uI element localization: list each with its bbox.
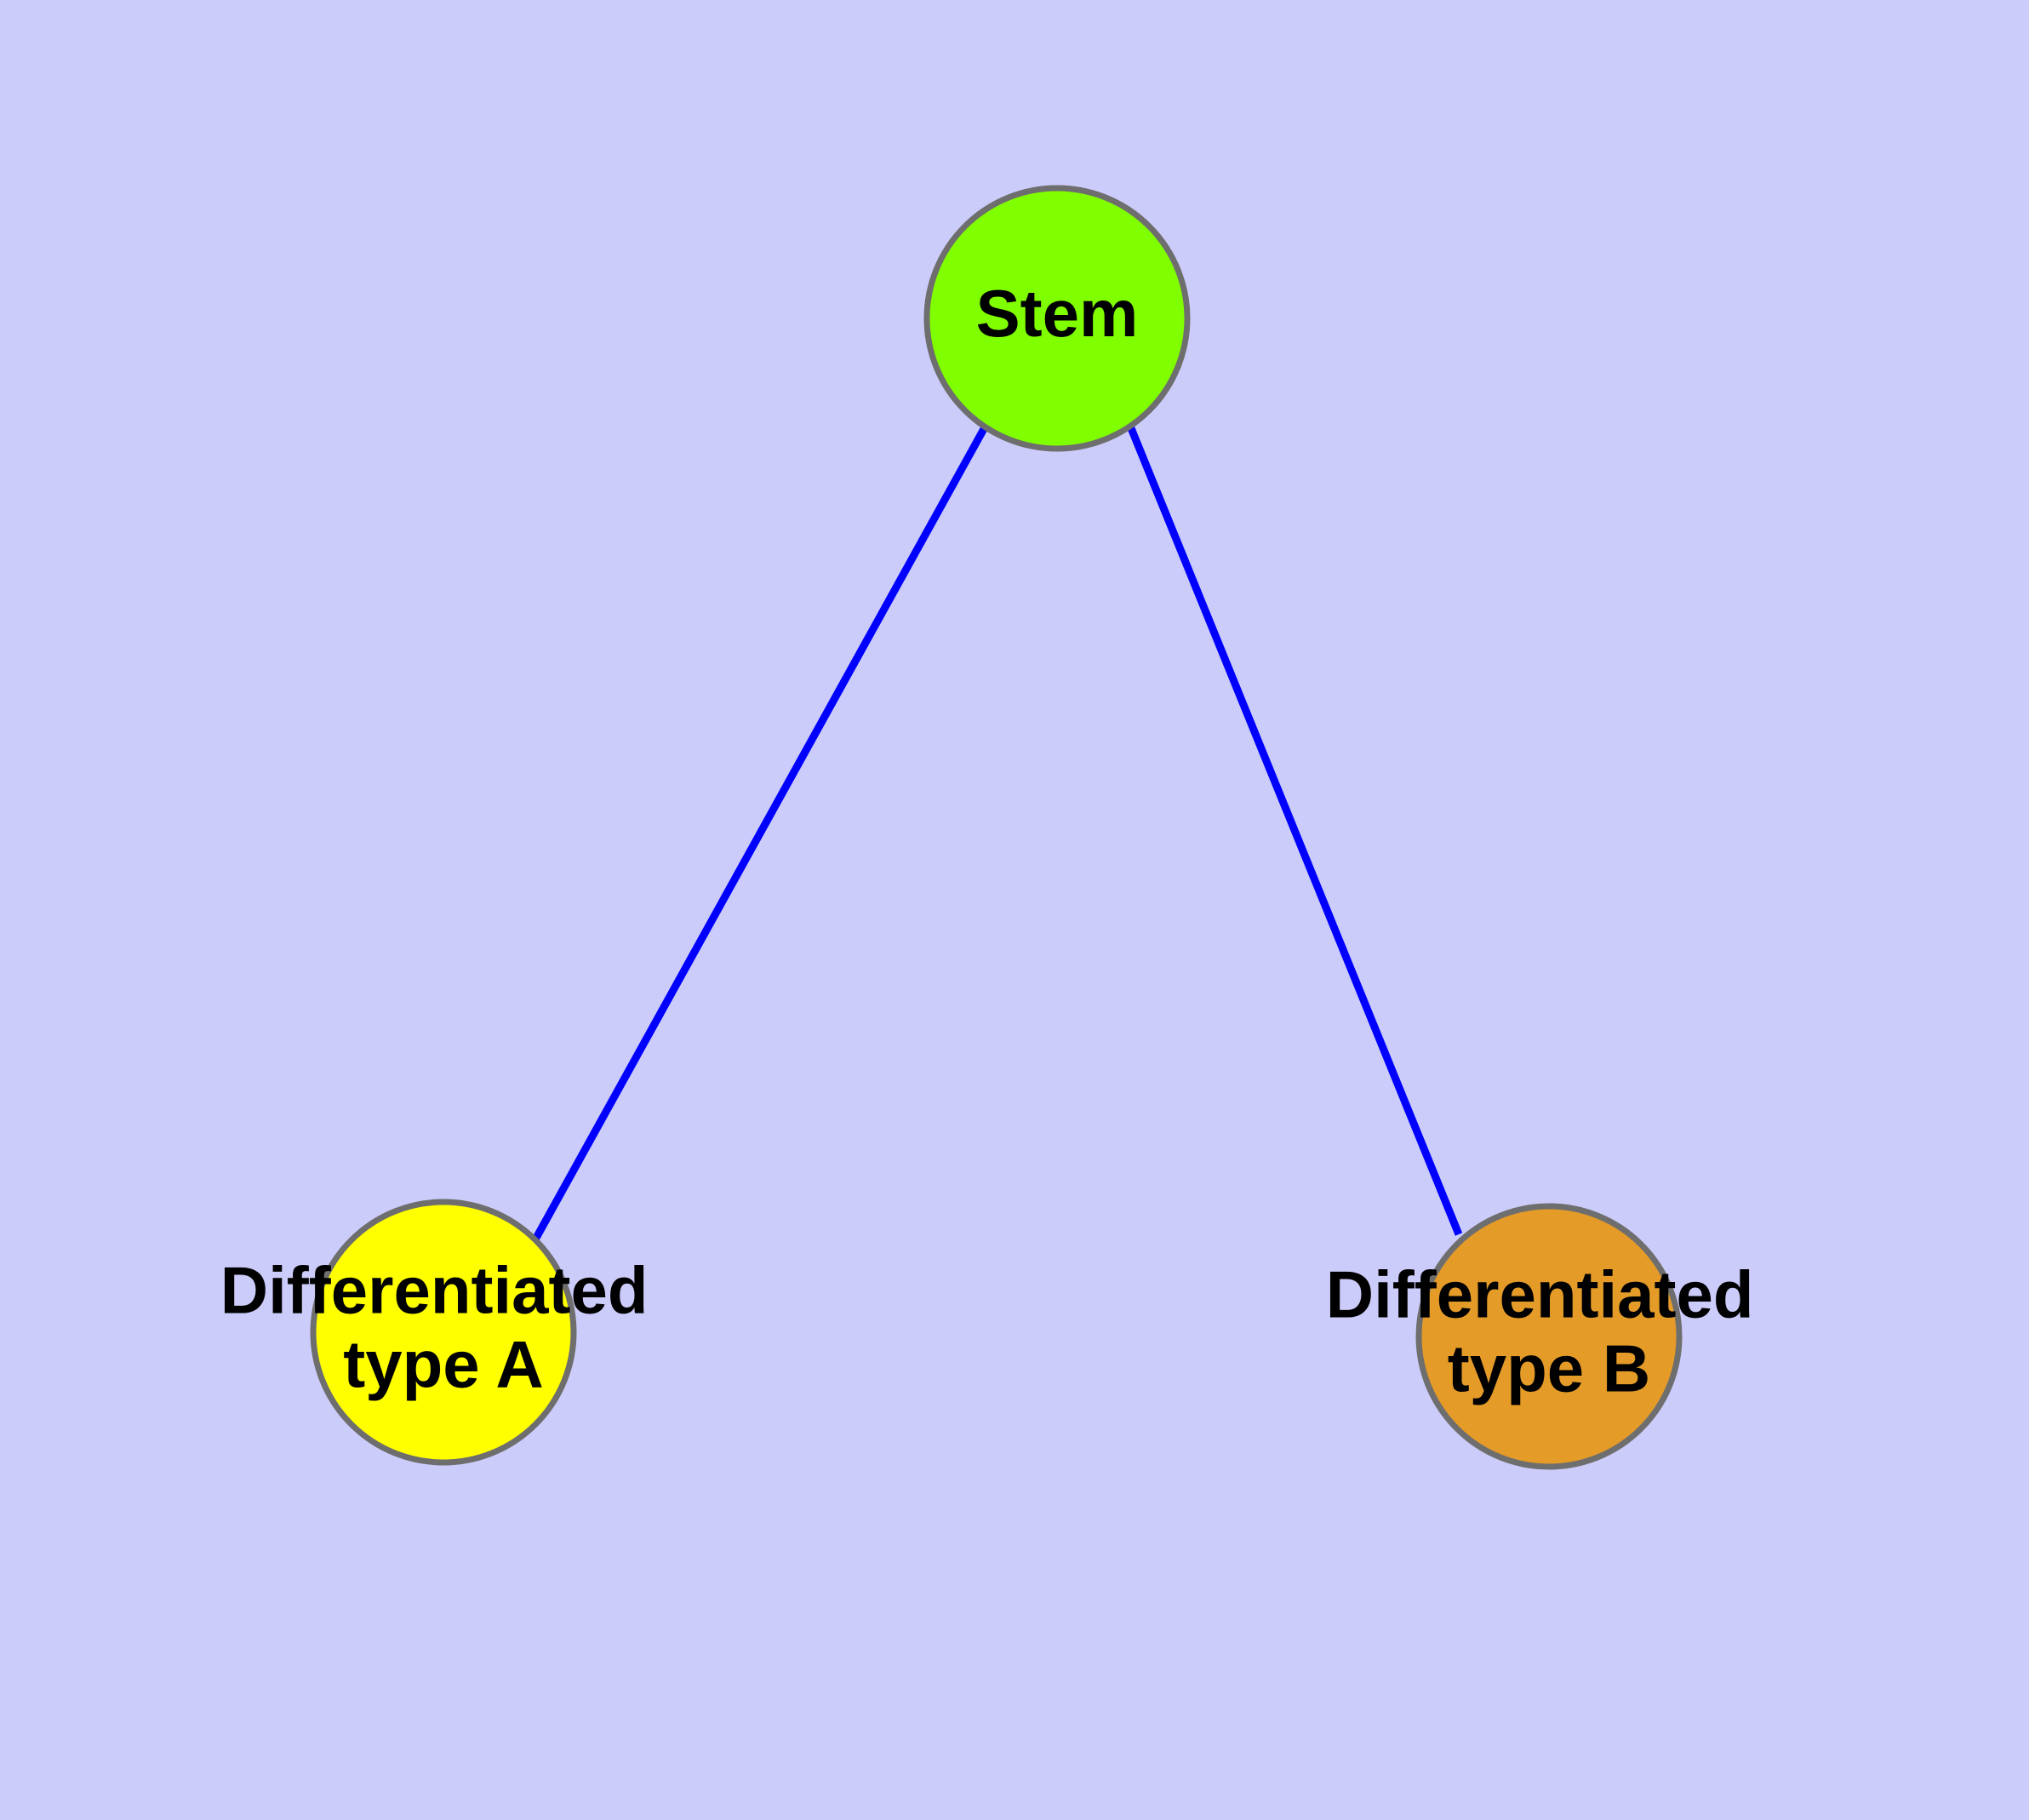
node-differentiated-type-a-label-line-0: Differentiated [220, 1252, 649, 1327]
edge-stem-to-diff-a[interactable] [532, 425, 988, 1242]
node-differentiated-type-a-label: Differentiated type A [220, 1252, 666, 1401]
node-differentiated-type-a-circle[interactable] [310, 1199, 577, 1466]
edge-layer [532, 425, 1463, 1242]
node-stem[interactable]: Stem [923, 185, 1191, 452]
node-differentiated-type-a-label-line-1: type A [343, 1326, 544, 1401]
node-differentiated-type-a[interactable]: Differentiated type A [220, 1199, 666, 1466]
edge-stem-to-diff-b[interactable] [1127, 426, 1463, 1236]
node-stem-circle[interactable] [923, 185, 1191, 452]
node-differentiated-type-b-label-line-1: type B [1448, 1331, 1650, 1405]
node-differentiated-type-b-label: Differentiated type B [1326, 1256, 1772, 1405]
node-stem-label-line-0: Stem [976, 276, 1139, 351]
node-differentiated-type-b[interactable]: Differentiated type B [1326, 1203, 1772, 1470]
node-differentiated-type-b-label-line-0: Differentiated [1326, 1256, 1754, 1331]
node-stem-label: Stem [976, 276, 1139, 351]
node-differentiated-type-b-circle[interactable] [1415, 1203, 1683, 1470]
node-layer: Stem Differentiated type A Differentiate… [220, 185, 1772, 1470]
